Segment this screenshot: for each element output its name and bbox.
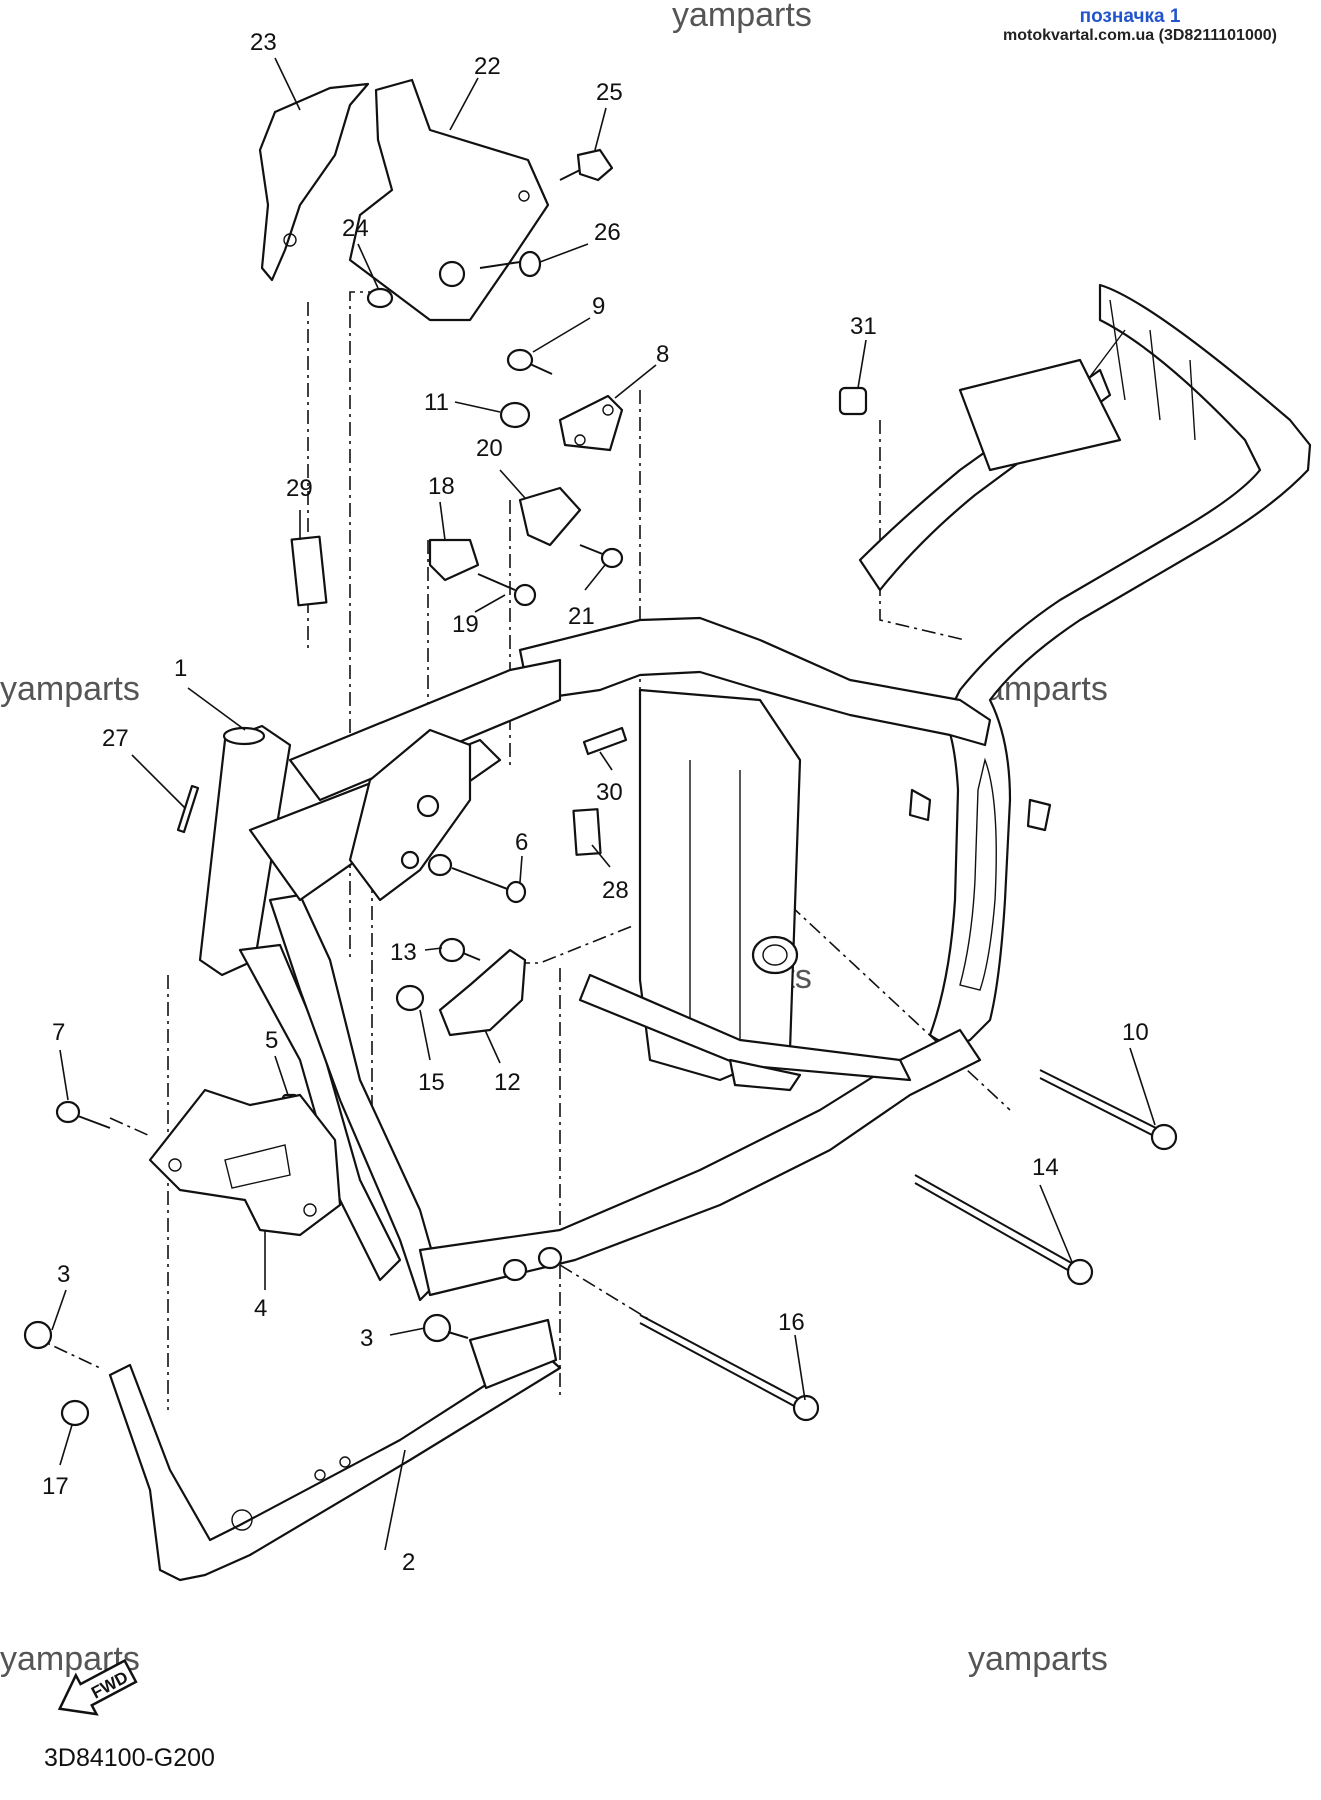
callout-15: 15 (418, 1069, 445, 1096)
callout-1: 1 (174, 655, 187, 682)
diagram-code: 3D84100-G200 (44, 1744, 215, 1772)
callout-17: 17 (42, 1473, 69, 1500)
callout-8: 8 (656, 341, 669, 368)
callout-2: 2 (402, 1549, 415, 1576)
callouts: 1 2 3 3 4 5 6 7 8 9 10 11 12 13 14 15 16… (42, 29, 1149, 1576)
fwd-arrow-icon (57, 1658, 138, 1716)
callout-22: 22 (474, 53, 501, 80)
header-site: motokvartal.com.ua (3D8211101000) (1003, 27, 1277, 44)
callout-24: 24 (342, 215, 369, 242)
callout-3b: 3 (360, 1325, 373, 1352)
callout-3a: 3 (57, 1261, 70, 1288)
callout-30: 30 (596, 779, 623, 806)
callout-7: 7 (52, 1019, 65, 1046)
callout-11: 11 (424, 389, 449, 416)
callout-28: 28 (602, 877, 629, 904)
callout-4: 4 (254, 1295, 267, 1322)
callout-27: 27 (102, 725, 129, 752)
callout-14: 14 (1032, 1154, 1059, 1181)
leader-lines (51, 57, 1156, 1551)
callout-12: 12 (494, 1069, 521, 1096)
watermark-top: yamparts (672, 0, 812, 34)
watermark-bottom-right: yamparts (968, 1640, 1108, 1678)
callout-13: 13 (390, 939, 417, 966)
watermark-left: yamparts (0, 670, 140, 708)
callout-19: 19 (452, 611, 479, 638)
callout-31: 31 (850, 313, 877, 340)
callout-10: 10 (1122, 1019, 1149, 1046)
callout-21: 21 (568, 603, 595, 630)
header-label: позначка 1 (1079, 6, 1181, 27)
small-parts (23, 78, 1178, 1582)
callout-29: 29 (286, 475, 313, 502)
callout-18: 18 (428, 473, 455, 500)
callout-9: 9 (592, 293, 605, 320)
callout-6: 6 (515, 829, 528, 856)
callout-5: 5 (265, 1027, 278, 1054)
callout-16: 16 (778, 1309, 805, 1336)
callout-20: 20 (476, 435, 503, 462)
main-frame (198, 283, 1312, 1302)
callout-26: 26 (594, 219, 621, 246)
callout-25: 25 (596, 79, 623, 106)
callout-23: 23 (250, 29, 277, 56)
